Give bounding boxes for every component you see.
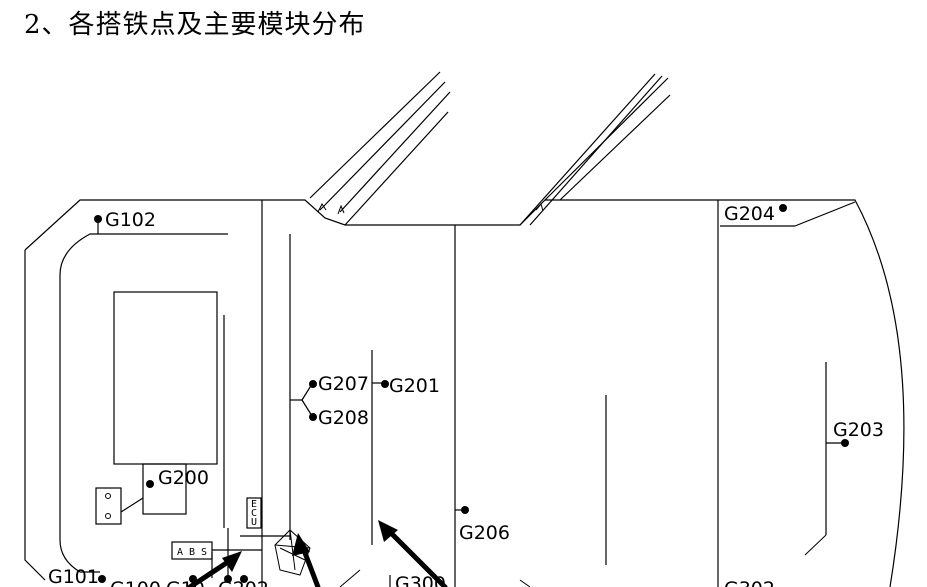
ecu-module <box>246 497 262 529</box>
dot-g200 <box>146 480 154 488</box>
label-g100: G100 <box>110 578 161 587</box>
inner-contour-left <box>59 233 228 573</box>
label-g208: G208 <box>318 407 369 429</box>
ecu-e: E <box>251 499 257 510</box>
label-g202: G202 <box>218 578 269 587</box>
front-pillar-lines <box>309 71 451 226</box>
label-g302: G302 <box>724 578 775 587</box>
dot-g206 <box>461 506 469 514</box>
dot-g207 <box>309 380 317 388</box>
ecu-c: C <box>251 508 257 519</box>
dot-g208 <box>309 413 317 421</box>
label-g300: G300 <box>395 573 446 587</box>
dot-g101 <box>98 575 106 583</box>
rear-pillar-lines <box>519 73 671 226</box>
dot-g202b <box>240 575 248 583</box>
label-g101: G101 <box>48 566 99 587</box>
page-title: 2、各搭铁点及主要模块分布 <box>24 10 366 40</box>
label-g203: G203 <box>833 419 884 441</box>
module-box-g200 <box>142 463 187 515</box>
label-g200: G200 <box>158 467 209 489</box>
dot-g204 <box>779 204 787 212</box>
dot-g10x <box>189 575 197 583</box>
abs-label: A B S <box>177 547 207 558</box>
module-box-large <box>113 291 218 465</box>
label-g206: G206 <box>459 522 510 544</box>
label-g201: G201 <box>389 375 440 397</box>
dot-g201 <box>381 380 389 388</box>
label-g204: G204 <box>724 203 775 225</box>
label-g102: G102 <box>105 209 156 231</box>
dot-g203 <box>841 439 849 447</box>
ecu-u: U <box>251 517 257 528</box>
label-g10x: G10 <box>166 578 205 587</box>
relay-box <box>95 487 122 525</box>
label-g207: G207 <box>318 373 369 395</box>
dot-g202 <box>224 575 232 583</box>
arrow-mid <box>385 527 448 587</box>
vehicle-outline-left-lower <box>24 250 46 581</box>
